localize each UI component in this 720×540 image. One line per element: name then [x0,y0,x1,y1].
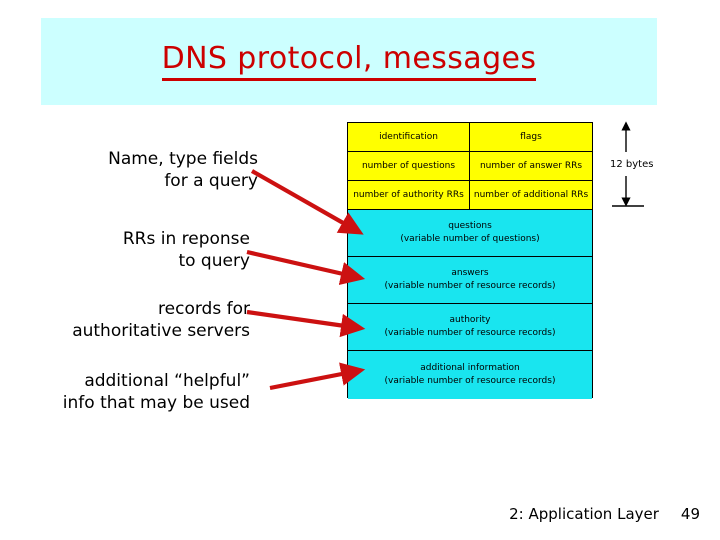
section-authority-title: authority [449,314,491,325]
header-row-counts-questions-answers: number of questions number of answer RRs [348,152,592,181]
section-answers: answers (variable number of resource rec… [348,257,592,304]
caption-records-authoritative: records for authoritative servers [72,299,250,342]
section-questions: questions (variable number of questions) [348,210,592,257]
dimension-label-12-bytes: 12 bytes [610,159,654,170]
caption-rrs-in-response: RRs in reponse to query [122,229,250,272]
section-authority-subtitle: (variable number of resource records) [384,328,556,338]
header-size-dimension-arrow [604,118,700,210]
header-row-identification-flags: identification flags [348,123,592,152]
caption-name-type-fields: Name, type fields for a query [108,149,258,192]
caption-additional-helpful: additional “helpful” info that may be us… [62,371,250,414]
dns-message-diagram: identification flags number of questions… [347,122,593,399]
field-identification: identification [348,123,470,151]
page-title-text: DNS protocol, messages [161,41,537,81]
footer-section-label: 2: Application Layer [509,505,659,523]
field-number-of-answer-rrs: number of answer RRs [470,152,592,180]
section-additional-information: additional information (variable number … [348,351,592,399]
field-number-of-questions: number of questions [348,152,470,180]
section-questions-title: questions [448,220,492,231]
field-number-of-authority-rrs: number of authority RRs [348,181,470,209]
arrow-to-questions [250,169,364,235]
section-additional-title: additional information [420,362,520,373]
section-additional-subtitle: (variable number of resource records) [384,376,556,386]
arrow-to-answers [246,249,366,286]
field-number-of-additional-rrs: number of additional RRs [470,181,592,209]
footer-page-number: 49 [680,505,700,523]
field-flags: flags [470,123,592,151]
section-answers-title: answers [451,267,489,278]
title-banner: DNS protocol, messages [41,18,657,105]
arrow-to-authority [246,309,366,338]
page-title: DNS protocol, messages [41,41,657,81]
header-row-counts-authority-additional: number of authority RRs number of additi… [348,181,592,210]
arrow-to-additional [269,362,366,391]
section-answers-subtitle: (variable number of resource records) [384,281,556,291]
section-questions-subtitle: (variable number of questions) [400,234,540,244]
slide-footer: 2: Application Layer 49 [430,505,700,523]
section-authority: authority (variable number of resource r… [348,304,592,351]
